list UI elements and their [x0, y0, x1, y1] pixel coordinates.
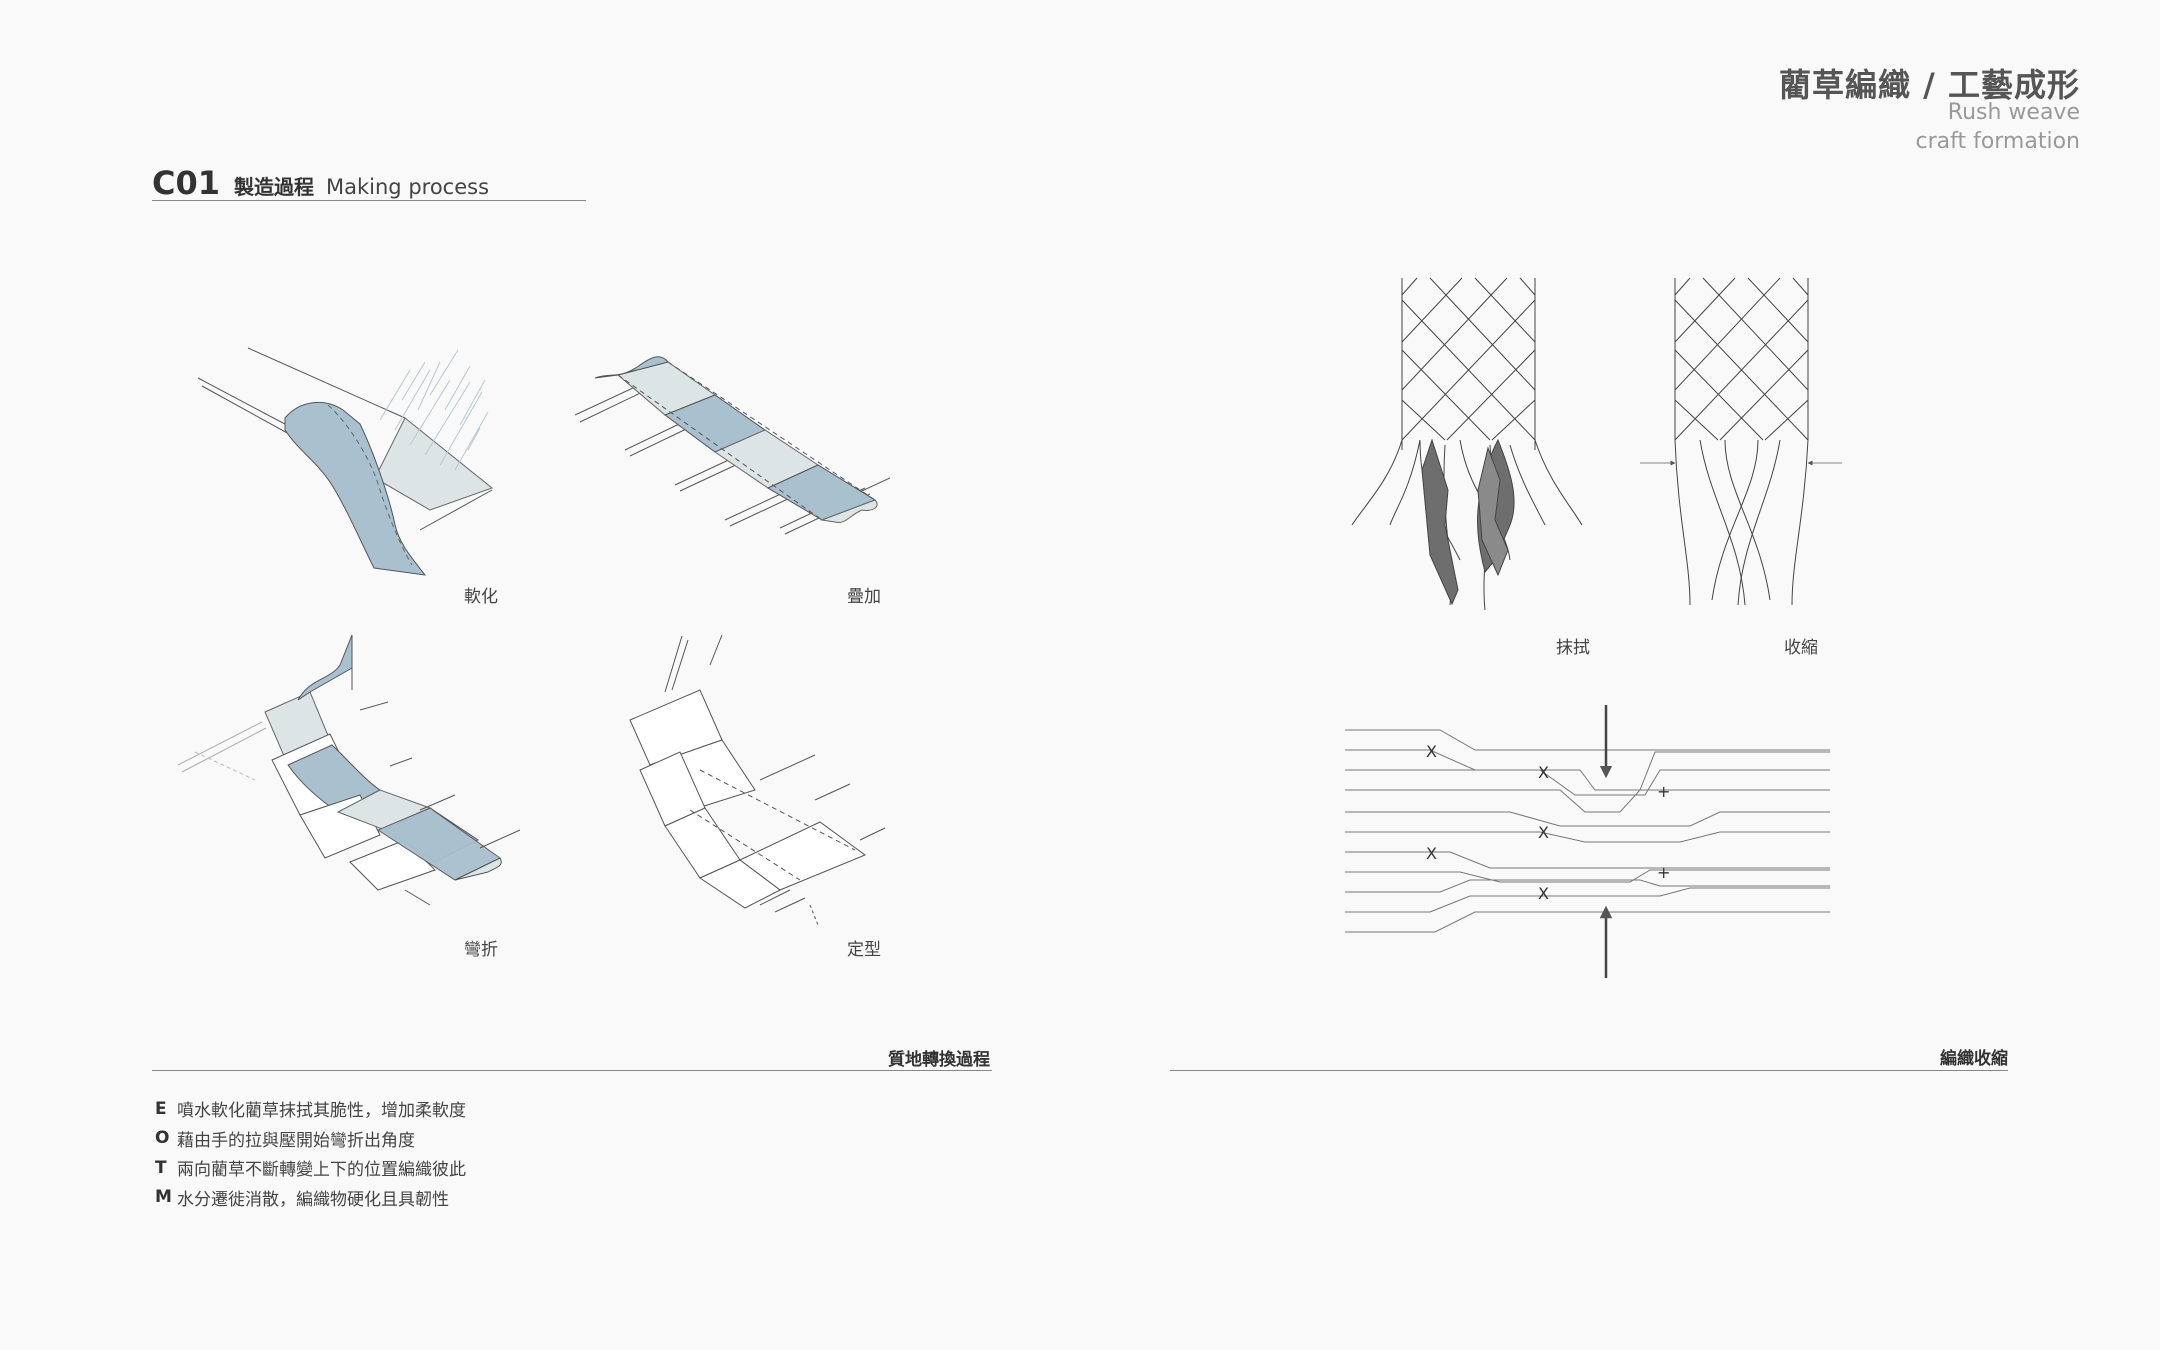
weave-cross-section	[1345, 705, 1830, 978]
softening-illustration	[197, 347, 494, 576]
note-row: E 噴水軟化藺草抹拭其脆性，增加柔軟度	[155, 1094, 466, 1124]
page-subtitle-line2: craft formation	[1915, 129, 2080, 154]
footer-label-left: 質地轉換過程	[888, 1050, 990, 1070]
step-label-bending: 彎折	[464, 940, 498, 960]
mark-6: +	[1657, 782, 1670, 801]
mark-5: X	[1538, 884, 1549, 903]
dark-strand-left	[1421, 438, 1459, 606]
note-key: T	[155, 1157, 167, 1178]
mark-2: X	[1538, 763, 1549, 782]
stacking-illustration	[574, 356, 891, 535]
softened-rush-strip	[284, 401, 427, 576]
weave-label-wiping: 抹拭	[1556, 638, 1590, 658]
note-text: 兩向藺草不斷轉變上下的位置編織彼此	[177, 1160, 466, 1181]
note-key: E	[155, 1098, 167, 1119]
wiping-weave-illustration	[1351, 277, 1583, 611]
note-text: 藉由手的拉與壓開始彎折出角度	[177, 1130, 415, 1151]
weave-label-shrinking: 收縮	[1784, 638, 1818, 658]
section-title-zh: 製造過程	[234, 175, 315, 199]
note-key: O	[155, 1128, 170, 1149]
section-title-en: Making process	[326, 175, 490, 199]
footer-label-right: 編織收縮	[1940, 1049, 2008, 1069]
cross-section-marks: X X X X X + +	[1426, 742, 1670, 903]
footer-rule-right	[1170, 1070, 2008, 1071]
section-code: C01	[152, 164, 221, 202]
shrinking-weave-illustration	[1640, 277, 1842, 606]
note-row: T 兩向藺草不斷轉變上下的位置編織彼此	[155, 1153, 466, 1183]
note-row: O 藉由手的拉與壓開始彎折出角度	[155, 1124, 466, 1154]
note-row: M 水分遷徙消散，編織物硬化且具韌性	[155, 1183, 466, 1213]
step-label-stacking: 疊加	[847, 587, 881, 607]
mark-1: X	[1426, 742, 1437, 761]
step-label-softening: 軟化	[464, 587, 498, 607]
step-label-setting: 定型	[847, 940, 881, 960]
page-subtitle-line1: Rush weave	[1947, 100, 2080, 125]
section-rule	[152, 200, 586, 201]
water-spray	[379, 349, 489, 471]
setting-illustration	[629, 634, 886, 926]
mark-7: +	[1657, 863, 1670, 882]
bending-illustration	[177, 634, 521, 906]
section-heading: C01 製造過程 Making process	[152, 164, 489, 202]
footer-rule-left	[152, 1070, 992, 1071]
process-notes: E 噴水軟化藺草抹拭其脆性，增加柔軟度 O 藉由手的拉與壓開始彎折出角度 T 兩…	[155, 1094, 466, 1212]
page-title: 藺草編織 / 工藝成形	[1779, 66, 2080, 104]
note-text: 噴水軟化藺草抹拭其脆性，增加柔軟度	[177, 1101, 466, 1122]
mark-3: X	[1538, 823, 1549, 842]
mark-4: X	[1426, 844, 1437, 863]
note-key: M	[155, 1187, 172, 1208]
note-text: 水分遷徙消散，編織物硬化且具韌性	[177, 1189, 449, 1210]
